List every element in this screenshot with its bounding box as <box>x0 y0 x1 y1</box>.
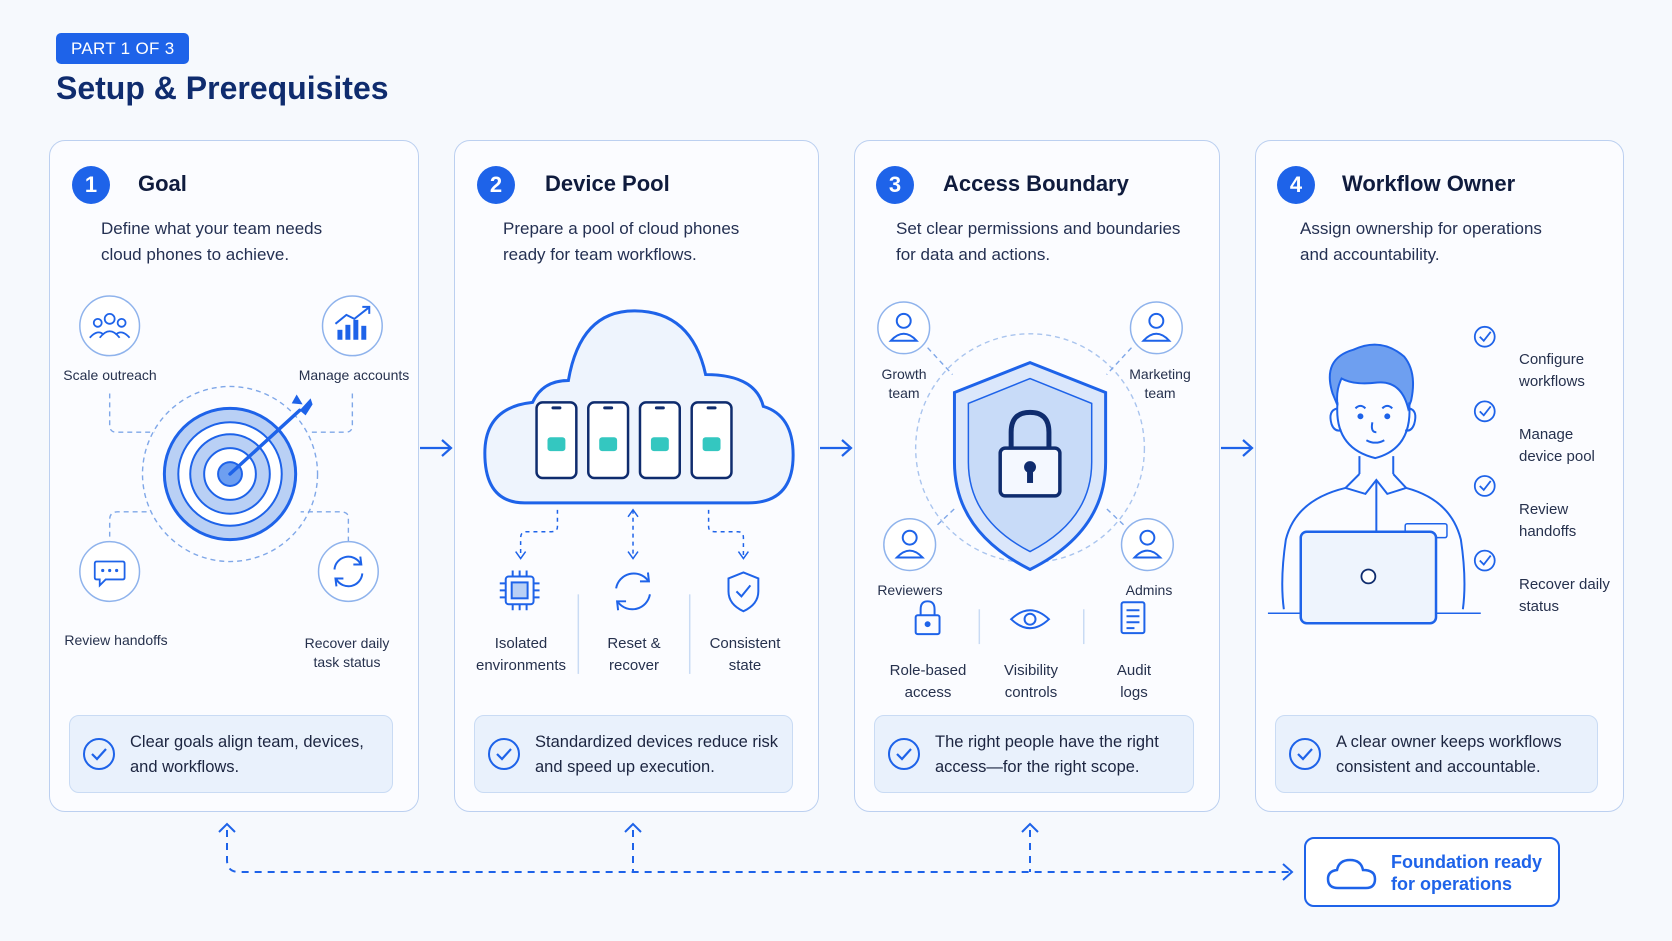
step-title: Workflow Owner <box>1342 171 1516 196</box>
goal-item-label: Scale outreach <box>63 367 157 383</box>
right-arrow-icon <box>1221 439 1254 457</box>
cloud-icon <box>1326 858 1377 890</box>
refresh-icon <box>317 540 379 603</box>
lock-icon <box>914 600 941 636</box>
page-title: Setup & Prerequisites <box>56 70 389 106</box>
document-icon <box>1120 601 1146 635</box>
person-illustration <box>1267 343 1481 614</box>
goal-illustration <box>79 295 383 603</box>
summary-box: Clear goals align team, devices,and work… <box>69 715 393 793</box>
workflow-owner-illustration <box>1267 325 1496 625</box>
step-title: Device Pool <box>545 171 670 196</box>
device-feature-label: Reset &recover <box>607 635 661 674</box>
step-card-device-pool: 2 Device Pool Prepare a pool of cloud ph… <box>454 140 819 812</box>
step-number: 2 <box>477 166 515 204</box>
shield-check-icon <box>727 571 760 613</box>
right-arrow-icon <box>420 439 453 457</box>
right-arrow-icon <box>820 439 853 457</box>
part-badge: PART 1 OF 3 <box>56 33 190 64</box>
target-icon <box>162 394 313 542</box>
summary-text: Clear goals align team, devices,and work… <box>130 733 364 776</box>
laptop-icon <box>1299 530 1438 625</box>
check-circle-icon <box>488 738 520 770</box>
check-circle-icon <box>1473 325 1496 348</box>
phone-icon <box>535 401 578 480</box>
chat-icon <box>79 540 141 603</box>
check-circle-icon <box>888 738 920 770</box>
access-boundary-illustration <box>877 301 1183 645</box>
role-label: Reviewers <box>877 582 943 598</box>
check-circle-icon <box>1473 400 1496 423</box>
goal-item-label: Review handoffs <box>64 632 168 648</box>
people-icon <box>79 295 141 357</box>
role-label: Admins <box>1125 582 1173 598</box>
step-card-access-boundary: 3 Access Boundary Set clear permissions … <box>854 140 1220 812</box>
goal-item-label: Manage accounts <box>298 367 410 383</box>
check-circle-icon <box>83 738 115 770</box>
step-number: 4 <box>1277 166 1315 204</box>
phone-icon <box>690 401 733 480</box>
device-pool-illustration <box>483 309 795 674</box>
person-icon <box>877 301 931 355</box>
person-icon <box>1129 301 1183 355</box>
step-title: Access Boundary <box>943 171 1129 196</box>
step-card-workflow-owner: 4 Workflow Owner Assign ownership for op… <box>1255 140 1624 812</box>
step-title: Goal <box>138 171 187 196</box>
check-circle-icon <box>1473 549 1496 572</box>
step-number: 3 <box>876 166 914 204</box>
phone-icon <box>638 401 682 480</box>
chip-icon <box>499 570 540 611</box>
check-circle-icon <box>1289 738 1321 770</box>
person-icon <box>883 518 937 572</box>
shield-lock-icon <box>952 361 1108 572</box>
step-number: 1 <box>72 166 110 204</box>
eye-icon <box>1009 609 1051 630</box>
check-circle-icon <box>1473 475 1496 497</box>
phone-icon <box>587 401 630 480</box>
growth-chart-icon <box>321 295 383 357</box>
person-icon <box>1120 518 1174 572</box>
refresh-icon <box>615 572 651 611</box>
